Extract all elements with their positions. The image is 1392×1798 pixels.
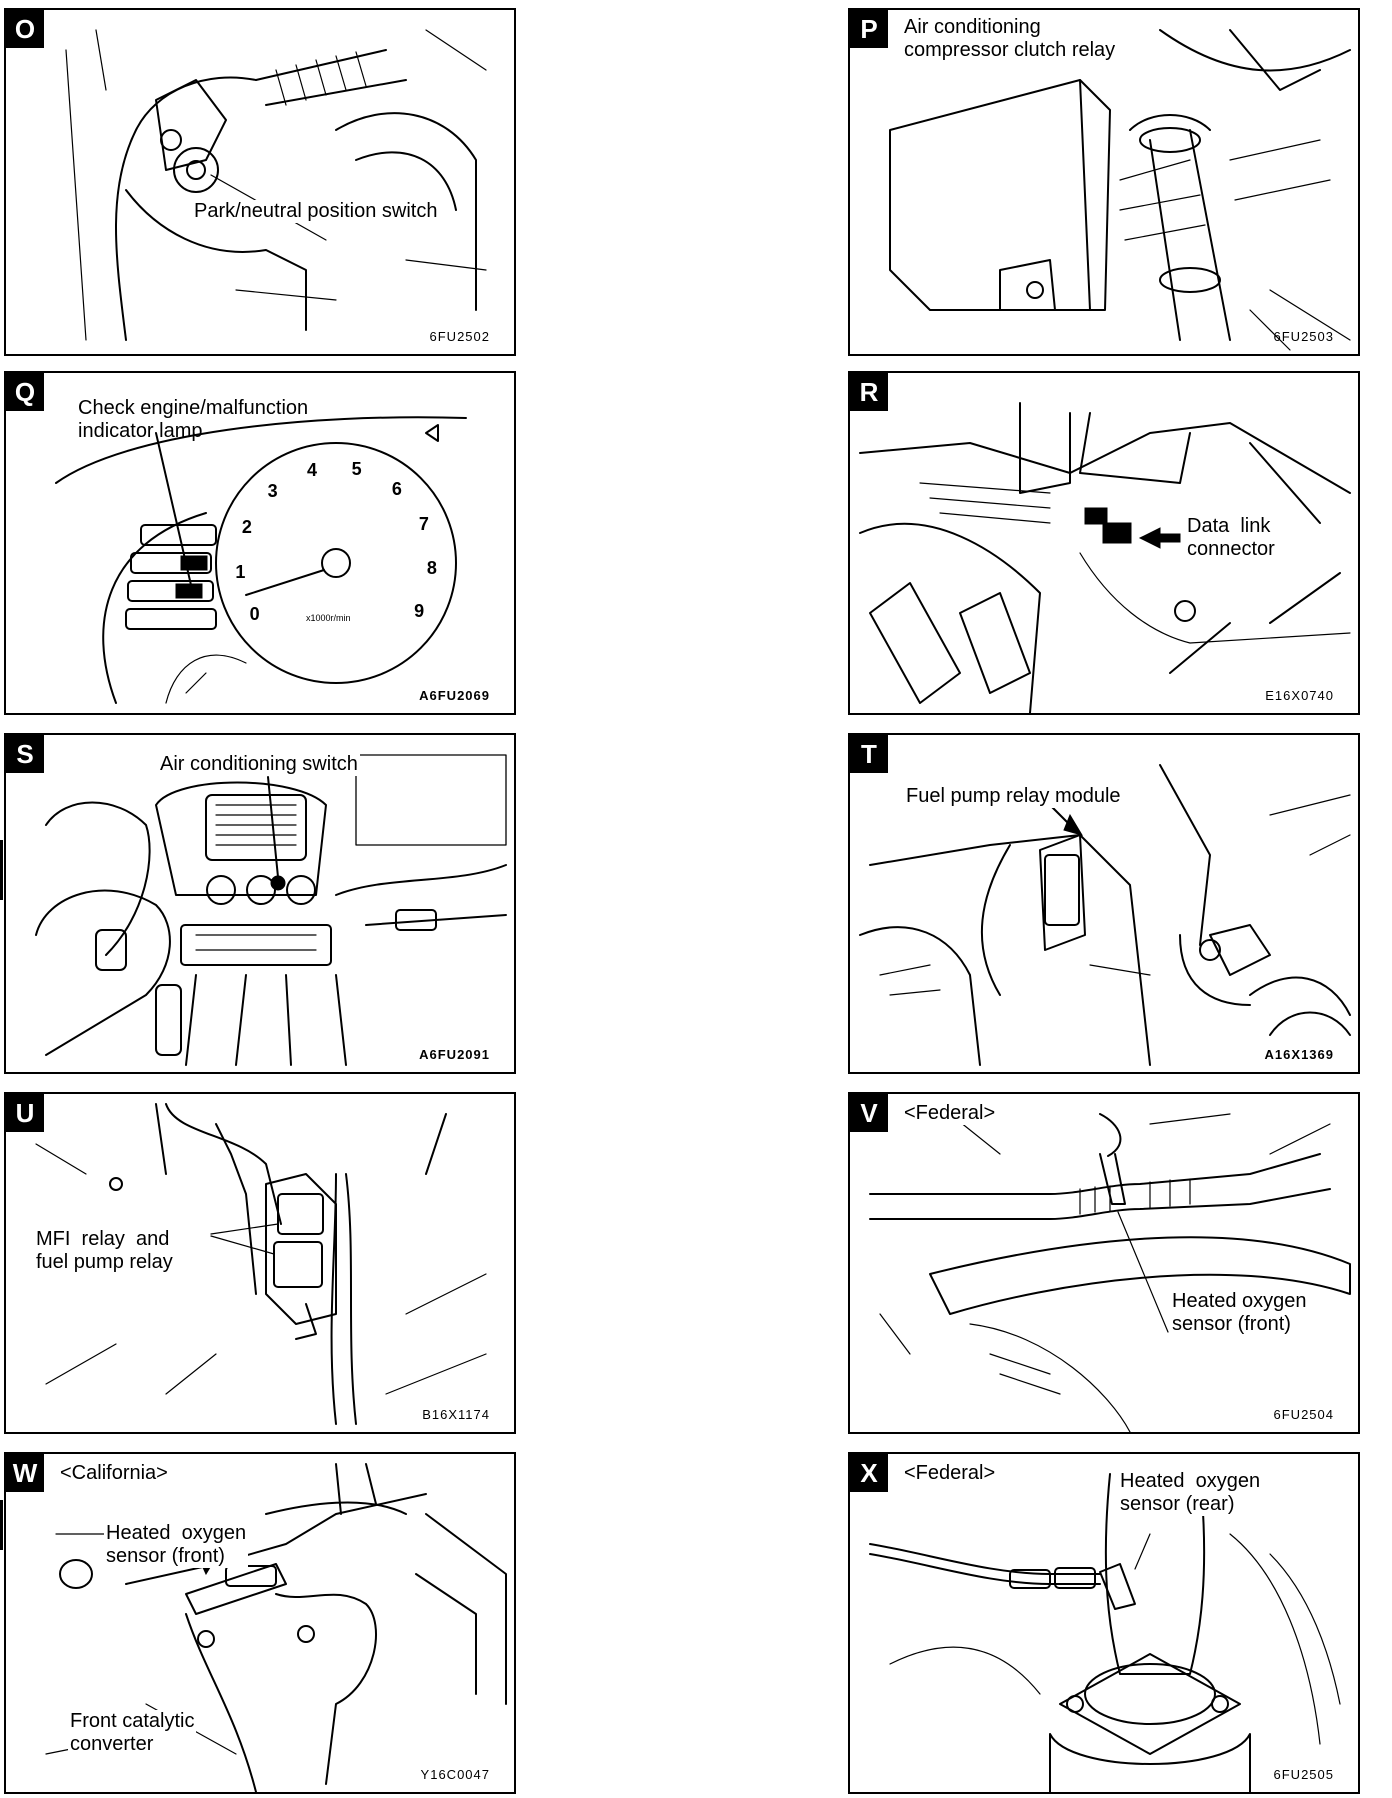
variant-label: <Federal> [902,1102,998,1125]
tachometer-unit: x1000r/min [306,613,351,623]
tachometer-number: 4 [307,460,318,481]
panel-o: O Park/neutral position switch 6FU2502 [4,8,516,356]
tachometer-number: 3 [267,480,278,501]
left-edge-mark [0,840,3,900]
panel-letter: O [6,10,44,48]
variant-label: <Federal> [902,1462,998,1485]
tachometer-number: 7 [418,514,429,535]
panel-letter: S [6,735,44,773]
heated-oxygen-sensor-front-federal-illustration [869,1113,1351,1432]
panel-letter: R [850,373,888,411]
figure-code: 6FU2504 [1273,1407,1334,1422]
ac-switch-dashboard-illustration [35,754,507,1066]
ac-compressor-relay-illustration [889,29,1351,351]
panel-letter: X [850,1454,888,1492]
panel-letter: T [850,735,888,773]
callout-label: Air conditioning switch [158,753,360,776]
figure-code: A6FU2069 [419,688,490,703]
figure-code: B16X1174 [422,1407,490,1422]
callout-label: Park/neutral position switch [192,200,440,223]
panel-letter: V [850,1094,888,1132]
figure-code: A16X1369 [1264,1047,1334,1062]
heated-oxygen-sensor-rear-federal-illustration [869,1473,1341,1792]
panel-t: T Fuel pump relay module A16X1369 [848,733,1360,1074]
tachometer-number: 5 [351,459,362,480]
tachometer-number: 2 [241,517,252,538]
mfi-relay-illustration [35,1103,487,1425]
panel-letter: U [6,1094,44,1132]
panel-letter: Q [6,373,44,411]
figure-code: 6FU2503 [1273,329,1334,344]
tachometer-number: 8 [426,558,437,579]
left-edge-mark [0,1500,3,1550]
figure-code: A6FU2091 [419,1047,490,1062]
panel-letter: P [850,10,888,48]
panel-letter: W [6,1454,44,1492]
figure-code: 6FU2502 [429,329,490,344]
tachometer-number: 9 [414,601,425,621]
data-link-connector-illustration [859,402,1351,713]
park-neutral-switch-illustration [65,29,487,341]
tachometer-number: 6 [391,478,402,499]
instrument-cluster-illustration [55,416,467,704]
figure-code: Y16C0047 [420,1767,490,1782]
panel-s: S Air conditioning switch A6FU2091 [4,733,516,1074]
callout-label: Fuel pump relay module [904,785,1123,808]
tachometer-number: 1 [235,561,246,582]
variant-label: <California> [58,1462,170,1485]
fuel-pump-relay-module-illustration [859,764,1351,1066]
tachometer-number: 0 [249,603,260,624]
figure-code: E16X0740 [1265,688,1334,703]
figure-code: 6FU2505 [1273,1767,1334,1782]
